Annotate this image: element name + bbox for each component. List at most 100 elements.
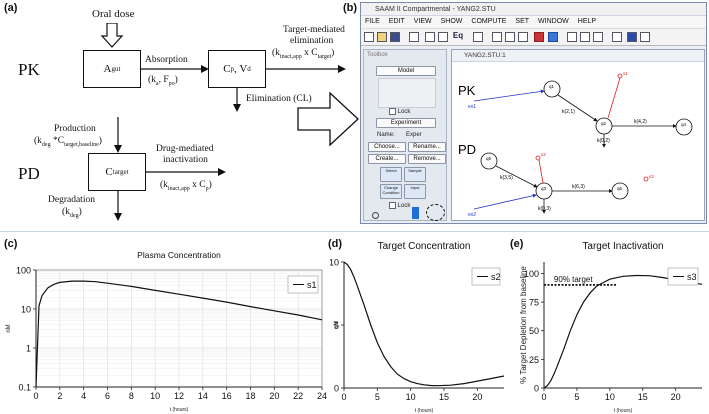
y-tick-label: 50 [529, 326, 539, 336]
table-icon[interactable] [492, 32, 502, 42]
pd-label: PD [18, 164, 40, 183]
input-tool-button[interactable]: Input [404, 184, 426, 199]
compartment-diagram: PK PD ex1 q1 k(2,1) q2 s1 k(4,2) q4 k(0,… [458, 71, 693, 218]
model-button[interactable]: Model [376, 66, 436, 76]
sample-s2-marker[interactable] [535, 155, 541, 161]
y-tick-label: 100 [524, 269, 539, 279]
name-value: Exper [406, 132, 422, 138]
experiment-button[interactable]: Experiment [376, 118, 436, 128]
notes-icon[interactable] [627, 32, 637, 42]
parameters-icon[interactable] [438, 32, 448, 42]
fit-icon[interactable] [567, 32, 577, 42]
sheet-icon[interactable] [518, 32, 528, 42]
bar-chart-icon[interactable] [548, 32, 558, 42]
x-tick-label: 20 [671, 392, 681, 402]
x-tick-label: 14 [198, 391, 208, 401]
edge-k02-label: k(0,2) [597, 138, 610, 144]
node-ex2-label: ex2 [468, 212, 476, 218]
pk-label: PK [18, 60, 40, 79]
plot-icon[interactable] [473, 32, 483, 42]
blue-indicator [412, 207, 419, 219]
tm-elim-params: (kinact,app x Ctarget) [272, 48, 335, 60]
zoom-icon[interactable] [425, 32, 435, 42]
sample-s1-marker[interactable] [617, 73, 623, 79]
node-q5-label: q5 [486, 156, 492, 161]
name-label: Name: [377, 132, 395, 138]
x-tick-label: 24 [317, 391, 327, 401]
target-mediated-label: Target-mediated [283, 25, 345, 35]
node-q5[interactable] [480, 152, 498, 170]
save-icon[interactable] [390, 32, 400, 42]
open-folder-icon[interactable] [377, 32, 387, 42]
input-tool-label: Input [410, 185, 420, 190]
help-icon[interactable] [640, 32, 650, 42]
degradation-params: (kdeg) [62, 207, 82, 219]
x-axis-label: t (hours) [415, 408, 434, 414]
toolbox-panel: Toolbox Model Lock Experiment Name: Expe… [363, 49, 447, 221]
node-q4[interactable] [675, 118, 693, 136]
grid-icon[interactable] [505, 32, 515, 42]
network-icon[interactable] [580, 32, 590, 42]
rename-button[interactable]: Rename... [408, 142, 446, 152]
x-tick-label: 5 [375, 392, 380, 402]
print-icon[interactable] [409, 32, 419, 42]
change-condition-button[interactable]: Change Condition [380, 184, 402, 199]
absorption-arrow [141, 65, 209, 73]
calculator-icon[interactable] [612, 32, 622, 42]
menu-view[interactable]: VIEW [413, 18, 432, 25]
menu-compute[interactable]: COMPUTE [471, 18, 507, 25]
menu-edit[interactable]: EDIT [388, 18, 405, 25]
elimination-cl-label: Elimination (CL) [246, 94, 312, 104]
remove-button[interactable]: Remove... [408, 154, 446, 164]
oral-dose-arrow [100, 23, 124, 48]
saam-window: SAAM II Compartmental - YANG2.STU FILE E… [360, 2, 707, 224]
select-tool-button[interactable]: Select [380, 167, 402, 182]
lock-checkbox-1[interactable]: Lock [389, 108, 410, 115]
menu-file[interactable]: FILE [365, 18, 380, 25]
series-line-s1 [35, 280, 323, 388]
x-tick-label: 15 [638, 392, 648, 402]
sample-s1-label: s1 [623, 71, 628, 76]
x-tick-label: 2 [57, 391, 62, 401]
truck-icon[interactable] [534, 32, 544, 42]
radio-icon[interactable] [372, 212, 379, 219]
elimination-cl-arrow [233, 88, 241, 112]
series-line-s3 [543, 274, 703, 389]
menu-window[interactable]: WINDOW [538, 18, 569, 25]
degradation-arrow [114, 191, 122, 221]
node-q4-label: q4 [681, 122, 687, 127]
agut-sub: gut [111, 65, 121, 73]
x-tick-label: 16 [222, 391, 232, 401]
export-icon[interactable] [593, 32, 603, 42]
edge-k63-label: k(6,3) [572, 184, 585, 190]
x-tick-label: 10 [605, 392, 615, 402]
choose-button[interactable]: Choose... [368, 142, 406, 152]
production-arrow [114, 117, 122, 153]
sample-s1-line [607, 77, 621, 119]
sample-tool-button[interactable]: Sample [404, 167, 426, 182]
chart-title: Target Inactivation [582, 241, 663, 252]
y-tick-label: 100 [16, 266, 31, 276]
menu-show[interactable]: SHOW [440, 18, 463, 25]
lock-checkbox-2[interactable]: Lock [389, 202, 410, 209]
equation-icon[interactable]: Eq [452, 32, 464, 40]
sample-tool-label: Sample [408, 168, 422, 173]
menu-set[interactable]: SET [515, 18, 530, 25]
model-doc-titlebar: YANG2.STU:1 [452, 50, 704, 62]
y-tick-label: 25 [529, 355, 539, 365]
new-file-icon[interactable] [364, 32, 374, 42]
circle-tool-icon[interactable] [426, 204, 445, 221]
create-button[interactable]: Create... [368, 154, 406, 164]
menu-help[interactable]: HELP [577, 18, 597, 25]
panel-label-a: (a) [4, 2, 18, 14]
toolbox-title: Toolbox [367, 52, 388, 58]
x-tick-label: 20 [269, 391, 279, 401]
node-q1[interactable] [543, 80, 561, 98]
x-tick-label: 6 [105, 391, 110, 401]
sample-s3-marker[interactable] [643, 176, 649, 182]
node-q6[interactable] [611, 182, 629, 200]
